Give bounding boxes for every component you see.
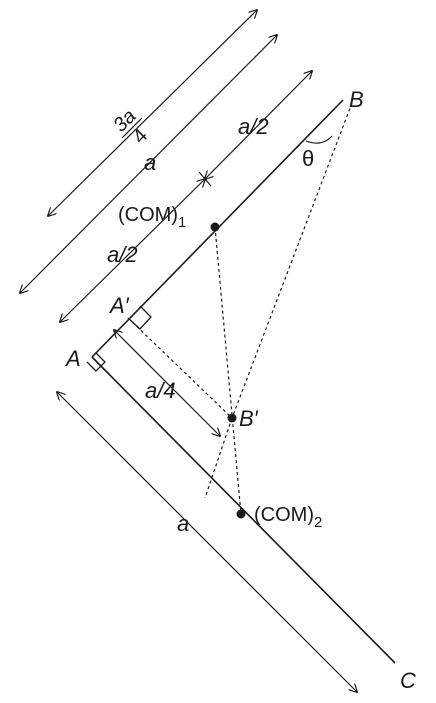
dimension-arrow-a-half-lower — [60, 179, 205, 322]
label-b-prime: B′ — [239, 406, 259, 431]
label-a-quarter: a/4 — [145, 378, 176, 403]
dashed-line-b-to-b-prime — [231, 102, 353, 419]
com2-dot — [236, 509, 246, 519]
dimension-arrow-a-half-top — [205, 71, 312, 179]
label-a-bottom: a — [177, 511, 189, 536]
label-3a-over-4: 3a 4 — [109, 105, 152, 148]
label-a-half-top: a/2 — [238, 114, 269, 139]
label-com2: (COM)2 — [254, 504, 322, 531]
dimension-arrow-3a-4 — [48, 10, 257, 216]
label-a-prime: A′ — [108, 293, 130, 318]
label-a: A — [64, 346, 81, 371]
dimension-arrow-a-bottom — [57, 392, 357, 692]
b-prime-dot — [227, 413, 237, 423]
label-c: C — [400, 668, 416, 693]
tick-mark-midpoint — [198, 171, 212, 187]
label-com2-subscript: 2 — [314, 514, 322, 531]
label-theta: θ — [302, 146, 314, 171]
dashed-line-b-prime-extension — [204, 417, 233, 499]
com1-dot — [210, 222, 220, 232]
theta-arc — [305, 135, 333, 144]
label-a-half-lower: a/2 — [107, 242, 138, 267]
dashed-line-com1-to-com2 — [214, 226, 242, 515]
label-3a-denominator: 4 — [129, 125, 152, 148]
label-b: B — [349, 87, 364, 112]
label-a-outer: a — [144, 150, 156, 175]
rod-ac — [91, 356, 396, 664]
label-com1: (COM)1 — [118, 204, 186, 231]
label-com1-subscript: 1 — [178, 214, 186, 231]
fraction-bar — [121, 117, 143, 139]
right-angle-marker-a — [86, 352, 106, 372]
dashed-line-a-prime-to-b-prime — [127, 317, 233, 419]
